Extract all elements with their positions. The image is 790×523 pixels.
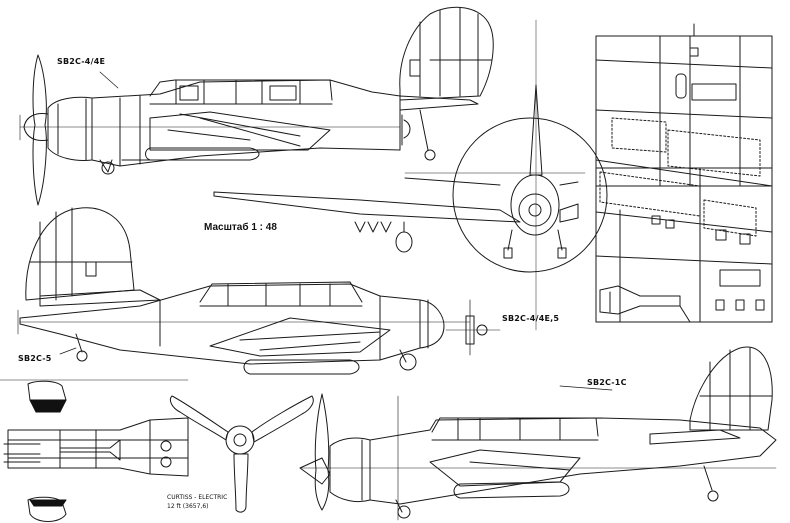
side-view-sb2c-1c (300, 347, 776, 520)
variant-label-sb2c-4-4e-5: SB2C-4/4E,5 (502, 314, 560, 323)
bottom-plan-detail (0, 380, 188, 522)
propeller-maker-label: CURTISS - ELECTRIC (167, 494, 228, 501)
tail-fin-top (400, 7, 493, 160)
side-view-sb2c-5 (18, 208, 500, 374)
front-view (214, 20, 607, 330)
scale-label: Масштаб 1 : 48 (204, 222, 277, 233)
variant-label-sb2c-1c: SB2C-1C (587, 378, 627, 387)
variant-label-sb2c-4-4e: SB2C-4/4E (57, 57, 106, 66)
propeller-front-view (170, 396, 313, 512)
propeller-size-label: 12 ft (3657,6) (167, 503, 209, 510)
variant-label-sb2c-5: SB2C-5 (18, 354, 52, 363)
detail-panels (596, 24, 772, 322)
side-view-sb2c-4-4e (20, 55, 400, 205)
